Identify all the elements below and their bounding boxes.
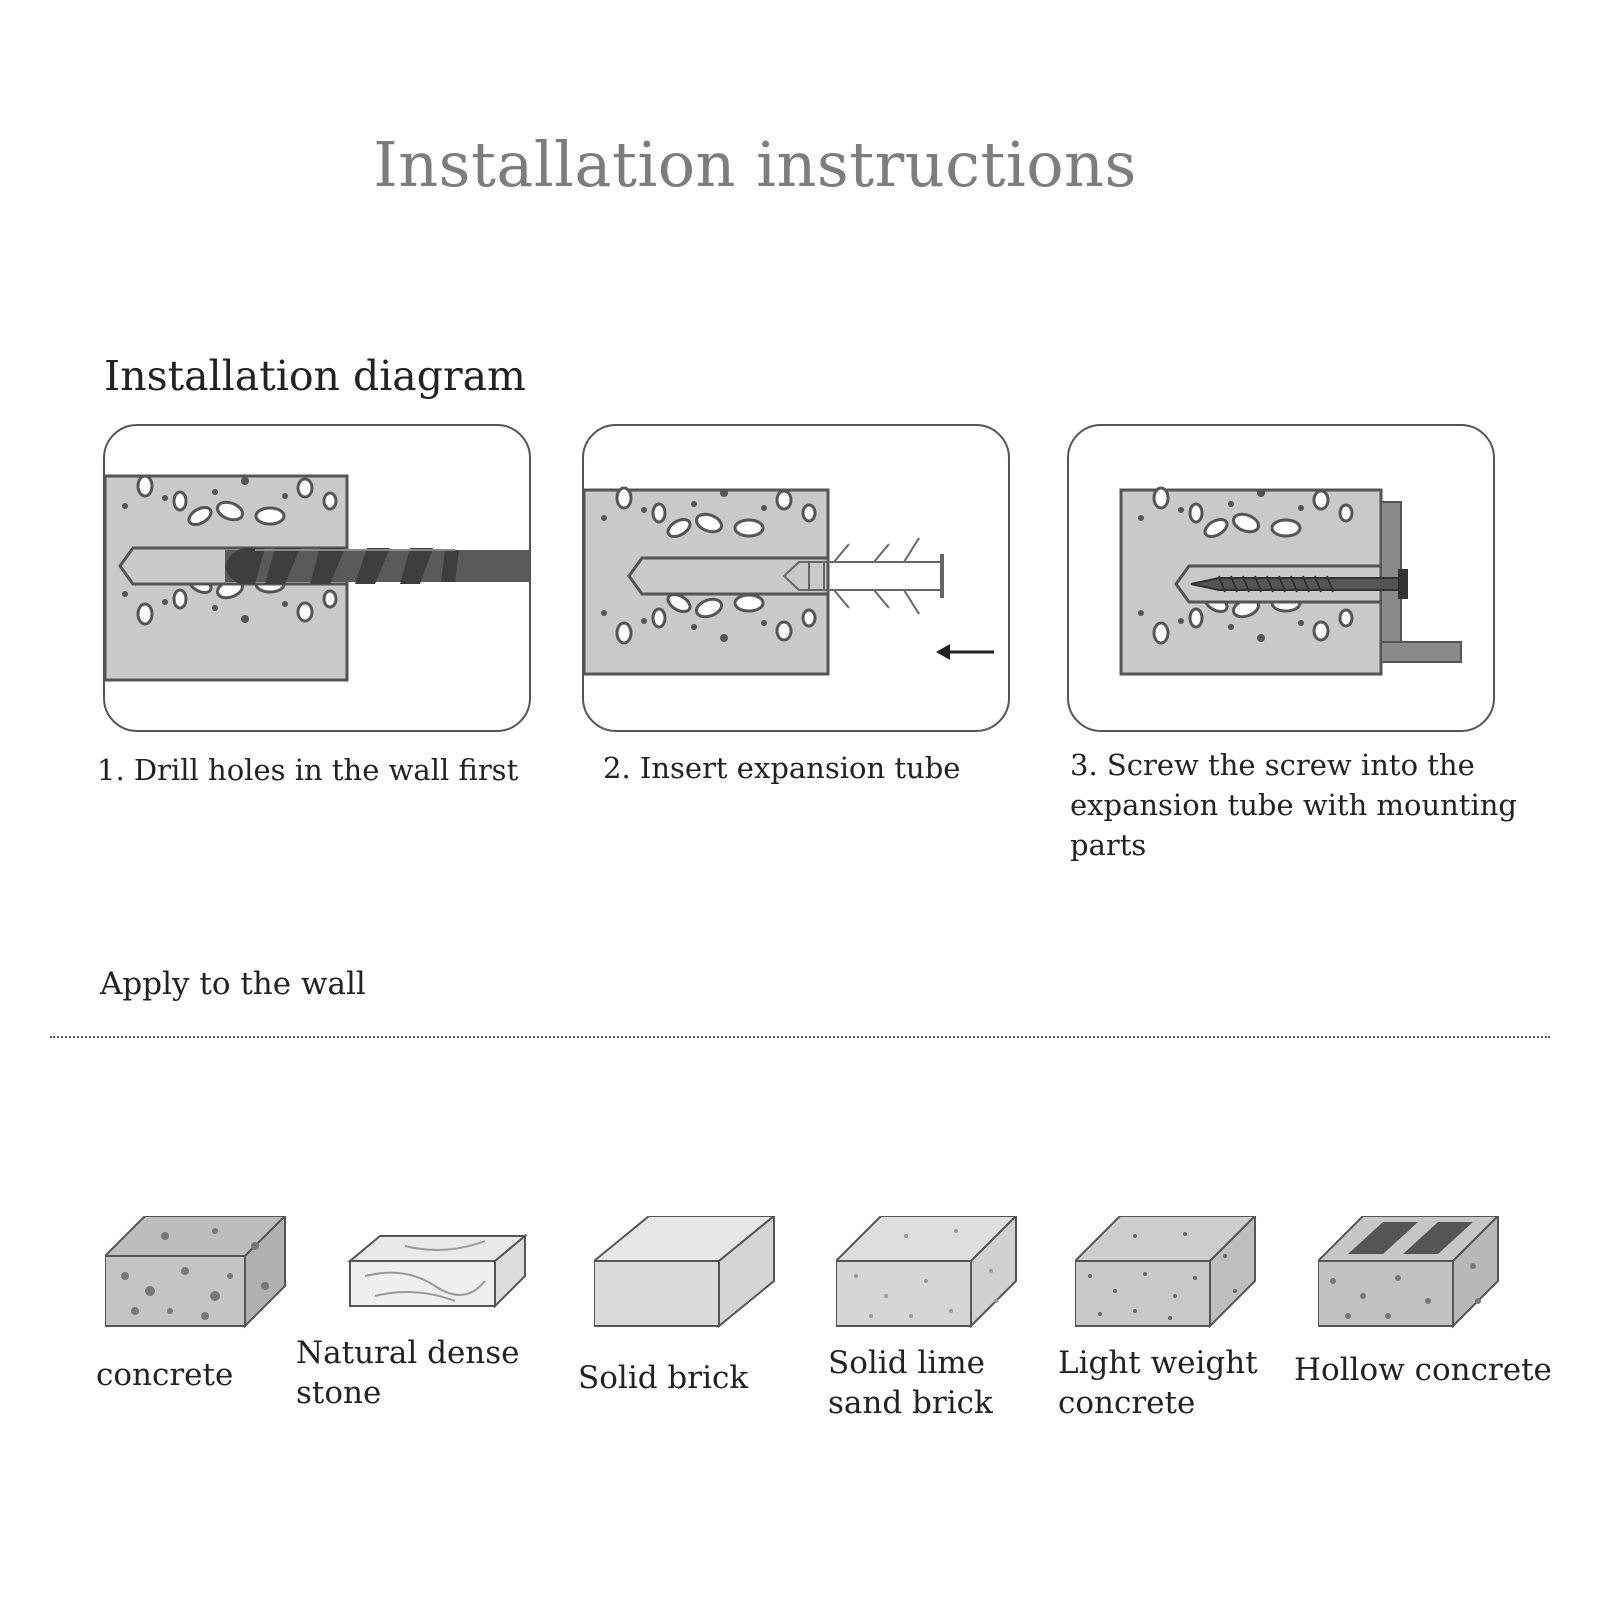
material-label-light-weight-concrete: Light weight concrete (1058, 1345, 1258, 1421)
expansion-tube-icon (782, 537, 944, 615)
solid-brick-icon (594, 1216, 776, 1329)
material-label-natural-dense-stone: Natural dense stone (296, 1335, 520, 1411)
hollow-concrete-icon (1318, 1216, 1500, 1329)
natural-stone-icon (347, 1233, 528, 1309)
lightweight-concrete-icon (1075, 1216, 1257, 1329)
material-label-solid-lime-sand-brick: Solid lime sand brick (828, 1345, 993, 1421)
apply-to-wall-label: Apply to the wall (100, 966, 366, 1002)
material-label-solid-brick: Solid brick (578, 1360, 749, 1396)
drill-illustration (105, 474, 529, 682)
page-title: Installation instructions (373, 128, 1137, 201)
arrow-left-icon (936, 644, 994, 660)
step-2-caption: 2. Insert expansion tube (603, 751, 961, 785)
step-1-panel (103, 424, 531, 732)
step-3-caption: 3. Screw the screw into the expansion tu… (1070, 748, 1517, 862)
step-2-panel (582, 424, 1010, 732)
lime-sand-brick-icon (836, 1216, 1018, 1329)
screw-illustration (1119, 486, 1462, 676)
diagram-heading: Installation diagram (104, 352, 526, 400)
step-1-caption: 1. Drill holes in the wall first (97, 753, 519, 787)
insert-tube-illustration (584, 486, 994, 676)
screw-icon (1190, 569, 1408, 599)
material-label-concrete: concrete (96, 1357, 234, 1393)
dotted-divider (50, 1036, 1550, 1038)
concrete-block-icon (105, 1216, 287, 1329)
step-3-panel (1067, 424, 1495, 732)
material-label-hollow-concrete: Hollow concrete (1294, 1352, 1552, 1388)
